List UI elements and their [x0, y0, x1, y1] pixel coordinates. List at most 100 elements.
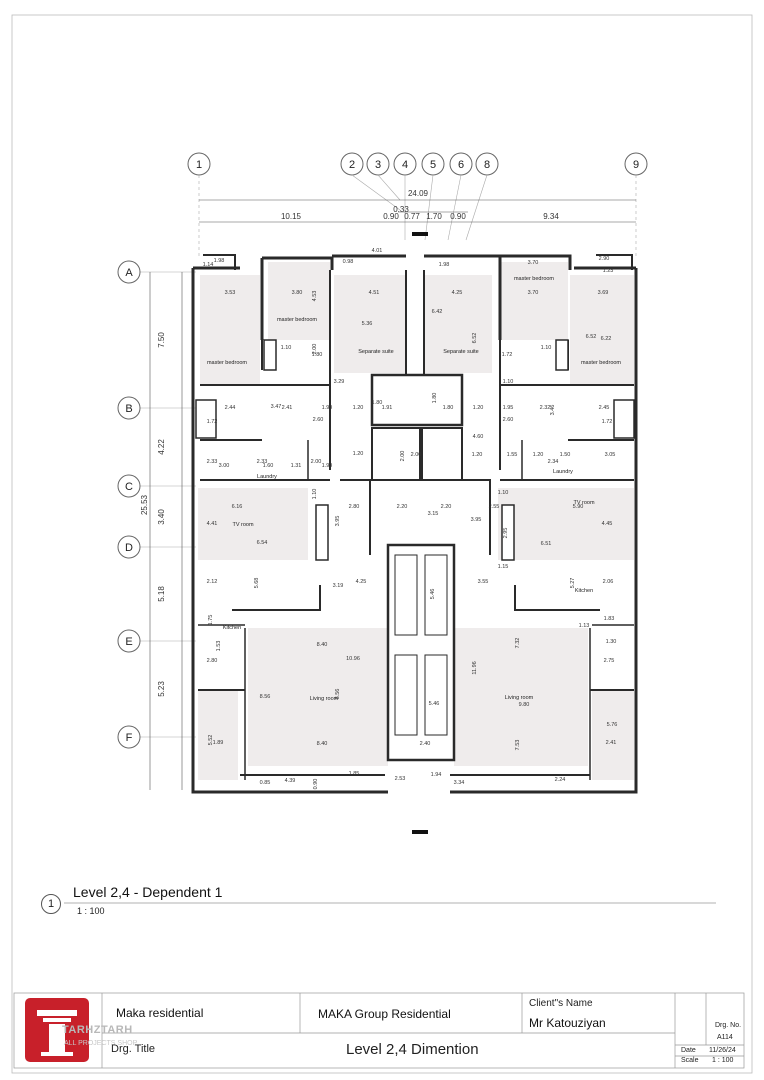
room-dimension-label: 5.76 [607, 722, 618, 728]
room-laundry: Laundry [553, 469, 573, 475]
project-name: Maka residential [116, 1006, 204, 1020]
room-dimension-label: 2.06 [603, 579, 614, 585]
room-dimension-label: 3.00 [219, 463, 230, 469]
room-dimension-label: 2.80 [349, 504, 360, 510]
row-grid: A B C D E F [117, 260, 196, 749]
room-tv-room: TV room [232, 522, 254, 528]
drawing-title: Level 2,4 Dimention [346, 1041, 479, 1058]
dim-x-seg-5: 0.90 [450, 212, 466, 221]
room-dimension-label: 10.96 [346, 656, 360, 662]
room-dimension-label: 2.32 [540, 405, 551, 411]
dim-x-seg-3: 0.77 [404, 212, 420, 221]
building-walls [191, 254, 638, 794]
room-dimension-label: 6.42 [432, 309, 443, 315]
svg-text:9: 9 [633, 159, 639, 171]
room-dimension-label: 7.53 [515, 740, 521, 751]
room-dimension-label: 1.75 [208, 615, 214, 626]
grid-bubble-A: A [117, 260, 196, 284]
room-dimension-label: 2.60 [313, 417, 324, 423]
dim-x-seg-4: 1.70 [426, 212, 442, 221]
logo-wordmark: TARHZTARH [62, 1024, 133, 1036]
room-dimension-label: 2.45 [599, 405, 610, 411]
svg-text:F: F [126, 732, 133, 744]
room-dimension-label: 1.94 [431, 772, 442, 778]
room-dimension-label: 7.32 [515, 638, 521, 649]
room-dimension-label: 1.10 [503, 379, 514, 385]
room-dimension-label: 2.55 [489, 504, 500, 510]
room-dimension-label: 6.51 [541, 541, 552, 547]
room-dimension-label: 1.20 [533, 452, 544, 458]
scale-label: Scale [681, 1057, 699, 1064]
room-dimension-label: 1.20 [472, 452, 483, 458]
vertical-dimensions: 25.53 7.50 4.22 3.40 5.18 5.23 [140, 272, 183, 790]
room-dimension-label: 1.99 [322, 463, 333, 469]
room-dimension-label: 1.72 [602, 419, 613, 425]
room-master-bedroom: master bedroom [514, 276, 554, 282]
svg-text:8: 8 [484, 159, 490, 171]
room-dimension-label: 4.25 [452, 290, 463, 296]
room-dimension-label: 1.80 [432, 393, 438, 404]
room-dimension-label: 6.52 [586, 334, 597, 340]
horizontal-dimensions: 24.09 0.33 10.15 0.90 0.77 1.70 0.90 9.3… [199, 189, 636, 223]
room-dimension-label: 1.72 [502, 352, 513, 358]
svg-text:4: 4 [402, 159, 408, 171]
dim-x-seg-1: 10.15 [281, 212, 302, 221]
room-dimension-label: 2.20 [441, 504, 452, 510]
room-dimension-label: 1.98 [439, 262, 450, 268]
room-dimension-label: 1.23 [603, 268, 614, 274]
room-dimension-label: 5.27 [570, 578, 576, 589]
dim-x-seg-2: 0.90 [383, 212, 399, 221]
room-dimension-label: 2.60 [503, 417, 514, 423]
svg-text:3: 3 [375, 159, 381, 171]
room-dimension-label: 0.90 [313, 779, 319, 790]
company-logo [25, 998, 89, 1062]
svg-text:C: C [125, 481, 133, 493]
room-dimension-label: 2.00 [311, 459, 322, 465]
room-dimension-label: 4.53 [312, 291, 318, 302]
drawing-title-label: Drg. Title [111, 1043, 156, 1055]
svg-text:5: 5 [430, 159, 436, 171]
room-dimension-label: 1.13 [579, 623, 590, 629]
room-dimension-label: 3.95 [471, 517, 482, 523]
room-dimension-label: 2.95 [503, 528, 509, 539]
room-dimension-label: 1.80 [372, 400, 383, 406]
room-dimension-label: 5.46 [429, 701, 440, 707]
room-kitchen: Kitchen [223, 625, 241, 631]
room-dimension-label: 3.05 [605, 452, 616, 458]
room-dimension-label: 2.41 [606, 740, 617, 746]
room-dimension-label: 1.50 [560, 452, 571, 458]
room-master-bedroom: master bedroom [207, 360, 247, 366]
room-dimension-label: 1.60 [263, 463, 274, 469]
room-dimension-label: 5.90 [573, 504, 584, 510]
room-dimension-label: 1.91 [382, 405, 393, 411]
room-dimension-label: 3.55 [478, 579, 489, 585]
room-dimension-label: 1.55 [507, 452, 518, 458]
room-tv-room: TV room [573, 500, 595, 506]
room-dimension-label: 8.40 [317, 642, 328, 648]
date-value: 11/26/24 [709, 1047, 736, 1054]
room-kitchen: Kitchen [575, 588, 593, 594]
room-dimension-label: 3.15 [428, 511, 439, 517]
dim-gap-top: 0.33 [393, 205, 409, 214]
room-dimension-label: 1.10 [541, 345, 552, 351]
room-dimension-label: 2.24 [555, 777, 566, 783]
room-dimension-label: 5.52 [208, 735, 214, 746]
room-dimension-label: 3.29 [334, 379, 345, 385]
room-dimension-label: 1.83 [604, 616, 615, 622]
room-dimension-label: 2.34 [548, 459, 559, 465]
room-dimension-label: 1.20 [353, 451, 364, 457]
room-dimension-label: 2.33 [207, 459, 218, 465]
room-dimension-label: 11.96 [472, 661, 478, 674]
grid-bubble-B: B [117, 396, 196, 420]
room-dimension-label: 3.70 [528, 290, 539, 296]
client-label: Client"s Name [529, 998, 593, 1009]
room-dimension-label: 2.44 [225, 405, 236, 411]
room-labels: master bedroom master bedroom master bed… [207, 276, 621, 702]
room-dimension-label: 2.20 [397, 504, 408, 510]
room-dimension-label: 1.80 [312, 352, 323, 358]
room-dimension-label: 3.53 [225, 290, 236, 296]
room-dimension-label: 4.41 [207, 521, 218, 527]
room-dimension-label: 1.10 [312, 489, 318, 500]
room-dimension-label: 2.12 [207, 579, 218, 585]
view-title: Level 2,4 - Dependent 1 [73, 884, 223, 900]
